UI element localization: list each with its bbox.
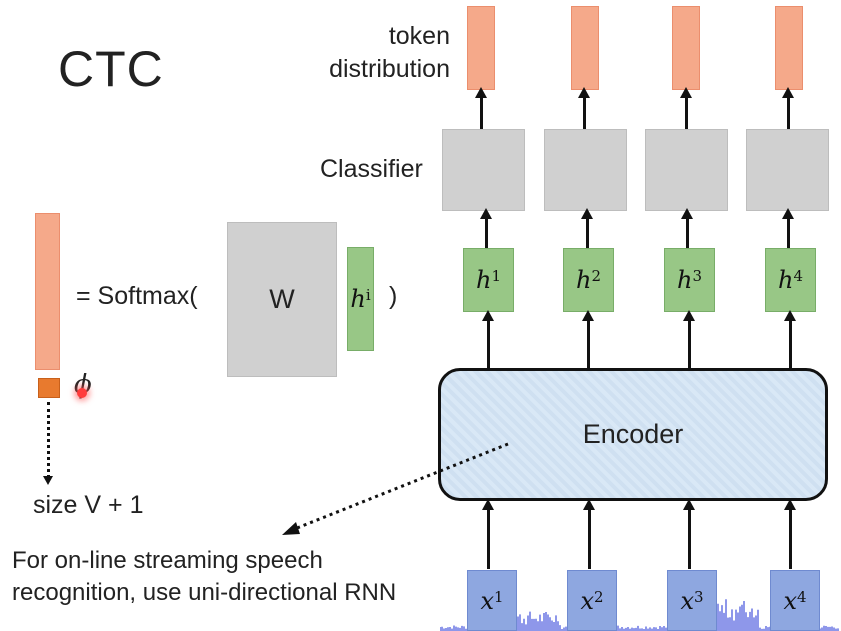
arrow-up xyxy=(482,499,494,569)
classifier-box xyxy=(544,129,627,211)
arrow-up xyxy=(582,310,594,368)
arrow-up xyxy=(683,310,695,368)
encoder-block: Encoder xyxy=(438,368,828,501)
token-distribution-bar xyxy=(672,6,700,90)
arrow-up xyxy=(683,499,695,569)
blank-token-cell xyxy=(38,378,60,398)
size-label: size V + 1 xyxy=(33,491,144,519)
arrow-up xyxy=(784,310,796,368)
token-distribution-bar xyxy=(775,6,803,90)
arrow-up xyxy=(475,87,487,129)
dotted-arrow-head xyxy=(43,476,53,485)
arrow-up xyxy=(681,208,693,248)
dotted-diagonal-arrow xyxy=(282,442,509,535)
arrow-up xyxy=(581,208,593,248)
token-distribution-bar xyxy=(571,6,599,90)
encoder-label: Encoder xyxy=(582,419,684,449)
classifier-box xyxy=(645,129,728,211)
cursor-dot xyxy=(77,388,87,398)
arrow-up xyxy=(782,87,794,129)
arrow-up xyxy=(583,499,595,569)
close-paren: ) xyxy=(389,282,398,310)
arrow-up xyxy=(480,208,492,248)
arrow-up xyxy=(782,208,794,248)
arrow-up xyxy=(578,87,590,129)
classifier-box xyxy=(442,129,525,211)
page-title: CTC xyxy=(58,41,164,97)
classifier-box xyxy=(746,129,829,211)
dotted-arrow-down xyxy=(47,402,50,478)
output-distribution-bar xyxy=(35,213,60,370)
streaming-note: For on-line streaming speech recognition… xyxy=(12,547,397,607)
arrow-up xyxy=(482,310,494,368)
arrow-up xyxy=(784,499,796,569)
classifier-label: Classifier xyxy=(320,155,423,183)
arrow-up xyxy=(680,87,692,129)
token-distribution-bar xyxy=(467,6,495,90)
weight-matrix: W xyxy=(227,222,337,377)
token-distribution-label: token distribution xyxy=(329,22,450,83)
softmax-label: = Softmax( xyxy=(76,282,198,310)
